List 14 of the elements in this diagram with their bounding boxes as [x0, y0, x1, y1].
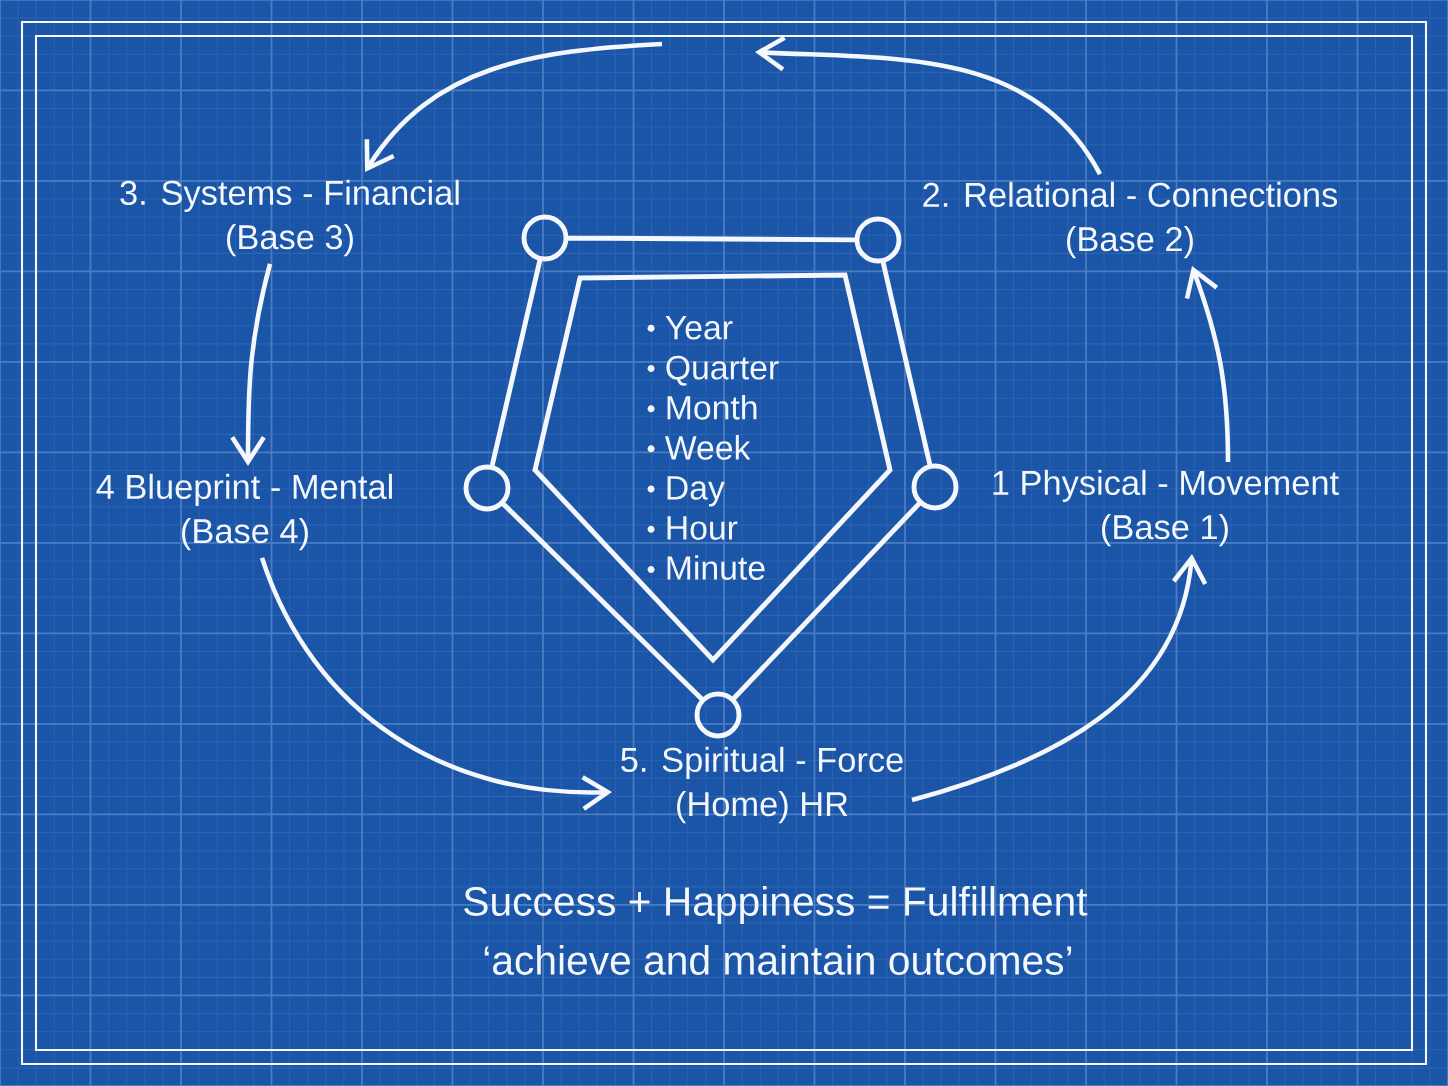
arrow — [755, 35, 1102, 176]
base-label: 2. Relational - Connections (Base 2) — [923, 181, 1338, 259]
arrow — [259, 557, 612, 811]
arrow — [364, 41, 663, 173]
base-label: 5. Spiritual - Force (Home) HR — [621, 746, 903, 824]
base-label: 3. Systems - Financial (Base 3) — [120, 179, 459, 257]
arrow — [911, 553, 1208, 803]
base-label: 4 Blueprint - Mental (Base 4) — [96, 473, 392, 551]
arrow — [1184, 265, 1231, 463]
equation-note: Success + Happiness = Fulfillment — [464, 886, 1088, 924]
arrow — [230, 263, 273, 467]
base-label: 1 Physical - Movement (Base 1) — [993, 469, 1339, 547]
equation-note: ‘achieve and maintain outcomes’ — [484, 945, 1072, 975]
pentagon-frame: Year Quarter Month Week Day Hour Minute — [532, 272, 893, 664]
